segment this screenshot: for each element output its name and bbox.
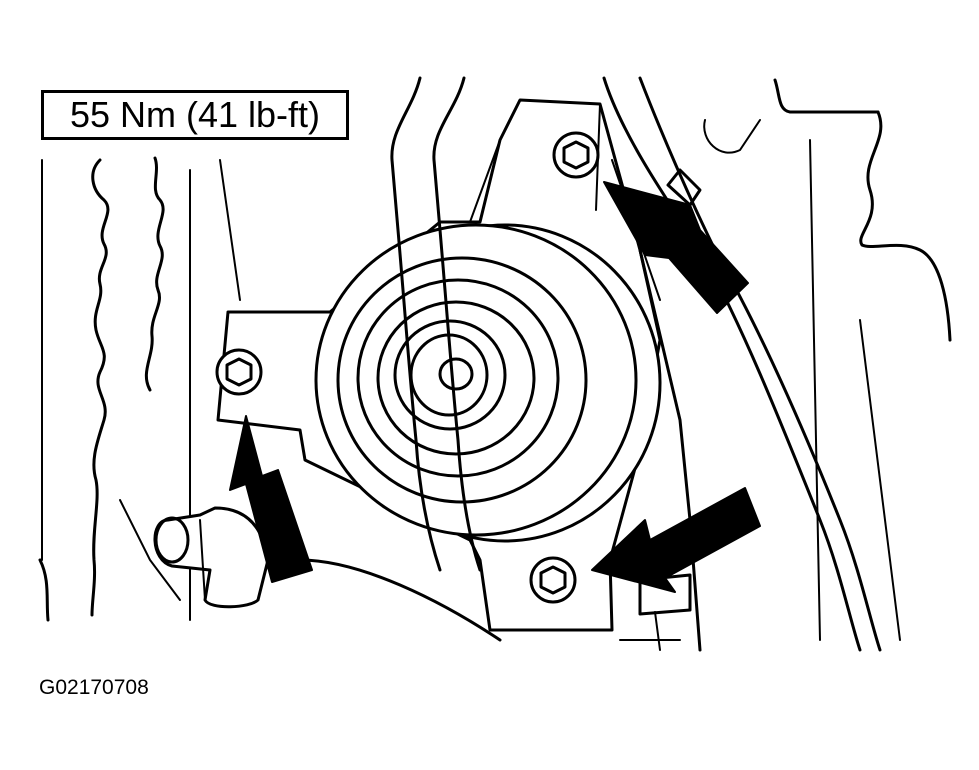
coolant-tube <box>390 76 882 652</box>
engine-block-left <box>38 156 241 622</box>
arrow-icon-left <box>229 415 313 583</box>
torque-spec-text: 55 Nm (41 lb-ft) <box>69 94 321 135</box>
torque-spec-label: 55 Nm (41 lb-ft) <box>41 90 349 140</box>
bolt-icon-left <box>215 348 263 396</box>
bolt-icon-top <box>552 131 600 179</box>
sensor-connector <box>153 506 270 609</box>
arrow-icon-top <box>603 181 749 314</box>
bolt-icon-bottom <box>529 556 577 604</box>
engine-block-right <box>666 78 952 641</box>
mount-body <box>314 223 662 543</box>
arrow-icon-bottom <box>591 487 761 593</box>
figure-id: G02170708 <box>39 676 149 699</box>
